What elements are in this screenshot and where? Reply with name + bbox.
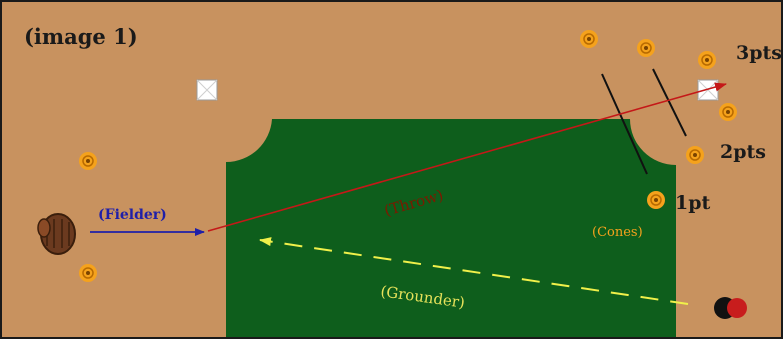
label-3pts: 3pts xyxy=(736,42,781,64)
grounder-arrow xyxy=(259,237,689,305)
grass-infield xyxy=(226,119,676,337)
scoring-line-2pts xyxy=(652,68,687,137)
base-icon xyxy=(196,79,218,101)
label-2pts: 2pts xyxy=(720,141,766,163)
label-1pt: 1pt xyxy=(675,192,711,214)
glove-icon xyxy=(37,213,76,255)
cone-icon xyxy=(636,38,656,58)
scoring-line-1pt xyxy=(601,73,648,175)
cone-icon xyxy=(718,102,738,122)
cone-icon xyxy=(697,50,717,70)
cone-icon xyxy=(78,151,98,171)
cone-icon xyxy=(646,190,666,210)
cone-icon xyxy=(579,29,599,49)
image-caption: (image 1) xyxy=(24,24,138,49)
ball-icon xyxy=(714,297,747,319)
cone-icon xyxy=(685,145,705,165)
label-cones: (Cones) xyxy=(592,225,643,240)
base-icon xyxy=(697,79,719,101)
cone-icon xyxy=(78,263,98,283)
label-fielder: (Fielder) xyxy=(98,207,167,223)
throw-arrow xyxy=(207,82,727,232)
